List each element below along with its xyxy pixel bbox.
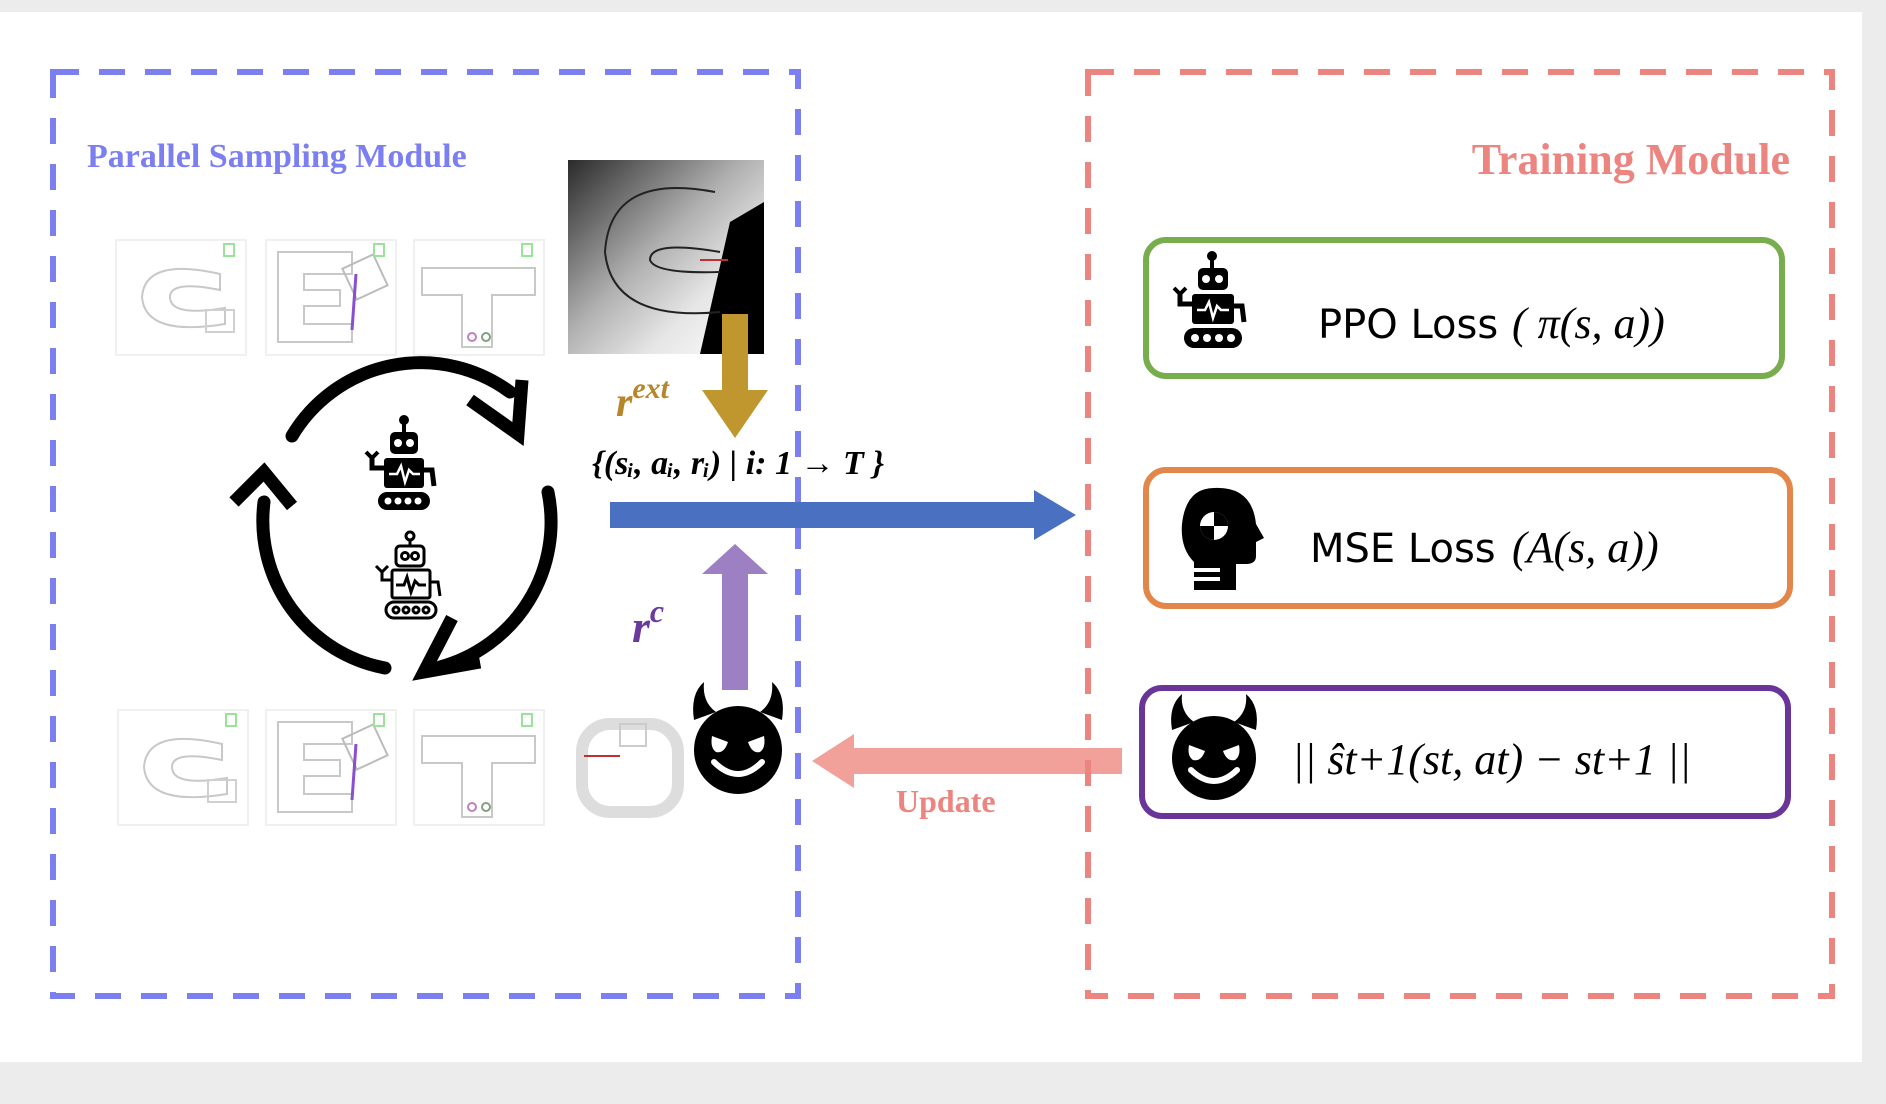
- framework-diagram: Parallel Sampling Module: [50, 69, 1835, 999]
- r-ext-arrow: [702, 314, 768, 438]
- r-c-label: rc: [632, 593, 664, 652]
- update-arrow: [812, 734, 1122, 788]
- sample-to-training-arrow: [610, 490, 1076, 540]
- head-icon: [1181, 487, 1264, 590]
- mse-loss-label: MSE Loss: [1310, 526, 1496, 572]
- env-map-t-top: [413, 239, 545, 356]
- update-label: Update: [896, 783, 996, 819]
- env-map-c-top: [115, 239, 247, 356]
- env-map-c-bottom: [117, 709, 249, 826]
- env-map-e-bottom: [265, 709, 397, 826]
- env-thumbnails-bottom: [117, 709, 684, 826]
- env-thumbnails-top: [115, 239, 545, 356]
- mse-loss-formula: (A(s, a)): [1512, 523, 1659, 572]
- ppo-loss-formula: ( π(s, a)): [1512, 299, 1665, 348]
- robot-icon: [1172, 251, 1247, 348]
- robot-outline-icon: [374, 530, 442, 620]
- sampling-module-frame: [50, 69, 801, 999]
- mse-loss-box: MSE Loss (A(s, a)): [1143, 467, 1793, 609]
- sampling-module-title: Parallel Sampling Module: [87, 138, 467, 175]
- devil-icon: [1171, 694, 1257, 800]
- devil-icon: [693, 682, 783, 794]
- env-map-e-top: [265, 239, 397, 356]
- trajectory-label: {(sᵢ, aᵢ, rᵢ) | i: 1 → T }: [592, 445, 884, 482]
- ppo-loss-label: PPO Loss: [1318, 302, 1498, 348]
- robot-icon: [364, 415, 437, 510]
- prediction-loss-formula: || ŝt+1(st, at) − st+1 ||: [1292, 735, 1691, 784]
- cycle-arrows-icon: [229, 356, 558, 681]
- r-ext-label: rext: [616, 372, 671, 426]
- prediction-loss-box: || ŝt+1(st, at) − st+1 ||: [1139, 685, 1791, 819]
- r-c-arrow: [702, 544, 768, 690]
- env-map-o-bottom: [576, 718, 684, 818]
- env-map-t-bottom: [413, 709, 545, 826]
- training-module-title: Training Module: [1472, 135, 1790, 184]
- figure-canvas: Parallel Sampling Module: [0, 12, 1862, 1062]
- training-module-frame: [1085, 69, 1835, 999]
- ppo-loss-box: PPO Loss ( π(s, a)): [1143, 237, 1785, 379]
